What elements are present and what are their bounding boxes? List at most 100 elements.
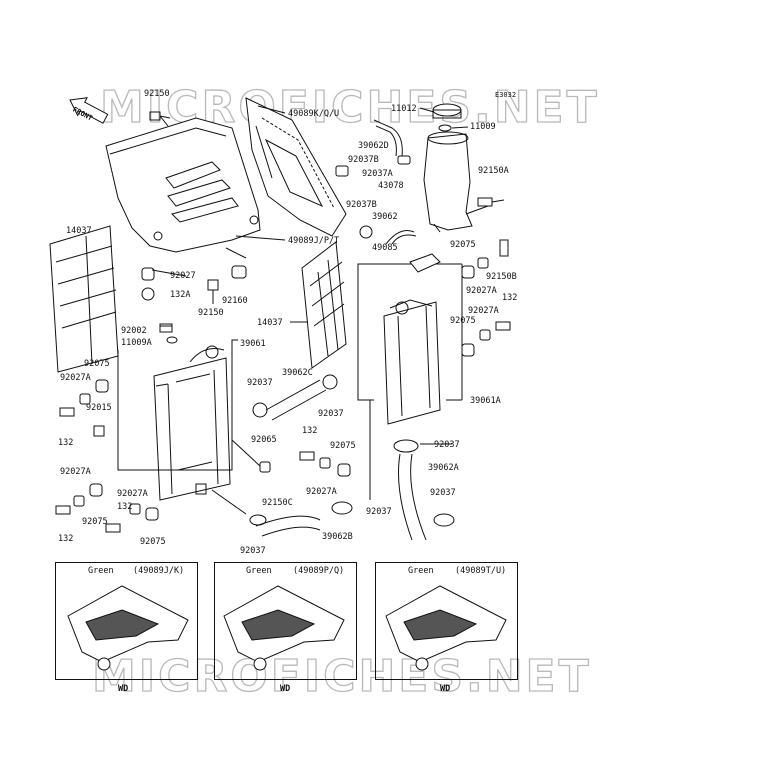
bolt-92150a xyxy=(477,197,505,207)
grommet-92075-mid xyxy=(461,343,475,357)
part-label: 11012 xyxy=(391,104,417,114)
part-label: 92150 xyxy=(144,89,170,99)
part-label: 14037 xyxy=(66,226,92,236)
bolt-132a xyxy=(141,287,155,301)
variant-graphic-2 xyxy=(223,585,345,671)
variant-graphic-3 xyxy=(385,585,507,671)
part-label: 49085 xyxy=(372,243,398,253)
part-label: 92027A xyxy=(60,467,91,477)
bolt-132-left xyxy=(59,407,75,417)
part-label: 43078 xyxy=(378,181,404,191)
front-arrow-icon xyxy=(69,97,109,124)
part-label: 92027 xyxy=(170,271,196,281)
part-label: 92075 xyxy=(450,316,476,326)
variant-1-code: (49089J/K) xyxy=(133,566,185,576)
diagram-id: E3032 xyxy=(495,91,517,99)
part-label: 92160 xyxy=(222,296,248,306)
part-label: 92075 xyxy=(84,359,110,369)
grommet-92075-center xyxy=(337,463,351,477)
bolt-92002 xyxy=(159,323,173,333)
radiator-39061-left xyxy=(153,345,231,501)
part-label: 92027A xyxy=(468,306,499,316)
part-label: 92075 xyxy=(82,517,108,527)
variant-1-color: Green xyxy=(88,566,114,576)
clamp-92037a xyxy=(335,165,349,177)
collar-92027a-lower-mid xyxy=(129,503,141,515)
variant-graphic-1 xyxy=(67,585,189,671)
part-label: 92037 xyxy=(247,378,273,388)
part-label: 11009 xyxy=(470,122,496,132)
clamp-92037-c xyxy=(393,439,419,453)
part-label: 39061A xyxy=(470,396,501,406)
part-label: 92037 xyxy=(430,488,456,498)
watermark-bottom: MICROFICHES.NET xyxy=(91,650,592,702)
bolt-132-top xyxy=(495,321,511,331)
part-label: 92075 xyxy=(450,240,476,250)
nut-92015 xyxy=(93,425,105,437)
bolt-92150c xyxy=(195,483,207,495)
clamp-92037-d xyxy=(331,501,353,515)
clamp-92037b xyxy=(397,155,411,165)
grommet-92075-top xyxy=(461,265,475,279)
part-label: 132 xyxy=(502,293,518,303)
part-label: 92150C xyxy=(262,498,293,508)
hose-39062 xyxy=(385,230,417,245)
bolt-132-center xyxy=(299,451,315,461)
part-label: 92037 xyxy=(434,440,460,450)
radiator-guard-14037-left xyxy=(49,225,119,373)
part-label: 92027A xyxy=(466,286,497,296)
clamp-92037b-lower xyxy=(359,225,373,239)
gasket-11009 xyxy=(438,124,452,132)
variant-box-3 xyxy=(375,562,518,680)
part-label: 132 xyxy=(58,534,74,544)
radiator-39061a-right xyxy=(383,299,441,425)
hose-39062d xyxy=(373,119,403,157)
part-label: 49089J/P/T xyxy=(288,236,340,246)
part-label: 92037 xyxy=(318,409,344,419)
variant-2-color: Green xyxy=(246,566,272,576)
part-label: 92027A xyxy=(60,373,91,383)
clamp-92037-e xyxy=(433,513,455,527)
collar-92027a-left xyxy=(79,393,91,405)
collar-92027a-center xyxy=(319,457,331,469)
part-label: 11009A xyxy=(121,338,152,348)
part-label: 92037B xyxy=(346,200,377,210)
variant-1-note: WD xyxy=(118,684,129,694)
hose-39062a xyxy=(398,453,427,541)
radiator-shroud-left xyxy=(105,117,261,253)
part-label: 132 xyxy=(117,502,133,512)
variant-3-code: (49089T/U) xyxy=(455,566,507,576)
shroud-graphic-49089kqu xyxy=(245,97,347,237)
part-label: 132 xyxy=(58,438,74,448)
variant-3-note: WD xyxy=(440,684,451,694)
grommet-92075-lower-mid xyxy=(145,507,159,521)
part-label: 39062B xyxy=(322,532,353,542)
part-label: 92037 xyxy=(366,507,392,517)
part-label: 39062 xyxy=(372,212,398,222)
clamp-92037-f xyxy=(249,514,267,526)
bolt-92150b xyxy=(499,239,509,257)
part-label: 92027A xyxy=(306,487,337,497)
clamp-92037-b xyxy=(322,374,338,390)
variant-2-note: WD xyxy=(280,684,291,694)
part-label: 92037 xyxy=(240,546,266,556)
part-label: 39061 xyxy=(240,339,266,349)
collar-92027a-top xyxy=(477,257,489,269)
grommet-92075-left xyxy=(95,379,109,393)
bolt-92150-top xyxy=(149,111,171,121)
radiator-cap-11012 xyxy=(432,103,462,119)
part-label: 92037B xyxy=(348,155,379,165)
collar-92027 xyxy=(141,267,155,281)
grommet-92065 xyxy=(259,461,271,473)
part-label: 92150A xyxy=(478,166,509,176)
collar-92027a-lower-left xyxy=(73,495,85,507)
bolt-132-lower-mid xyxy=(105,523,121,533)
part-label: 92037A xyxy=(362,169,393,179)
grommet-92075-lower-left xyxy=(89,483,103,497)
variant-box-2 xyxy=(214,562,357,680)
part-label: 92150 xyxy=(198,308,224,318)
variant-2-code: (49089P/Q) xyxy=(293,566,345,576)
part-label: 132A xyxy=(170,290,191,300)
part-label: 92075 xyxy=(330,441,356,451)
